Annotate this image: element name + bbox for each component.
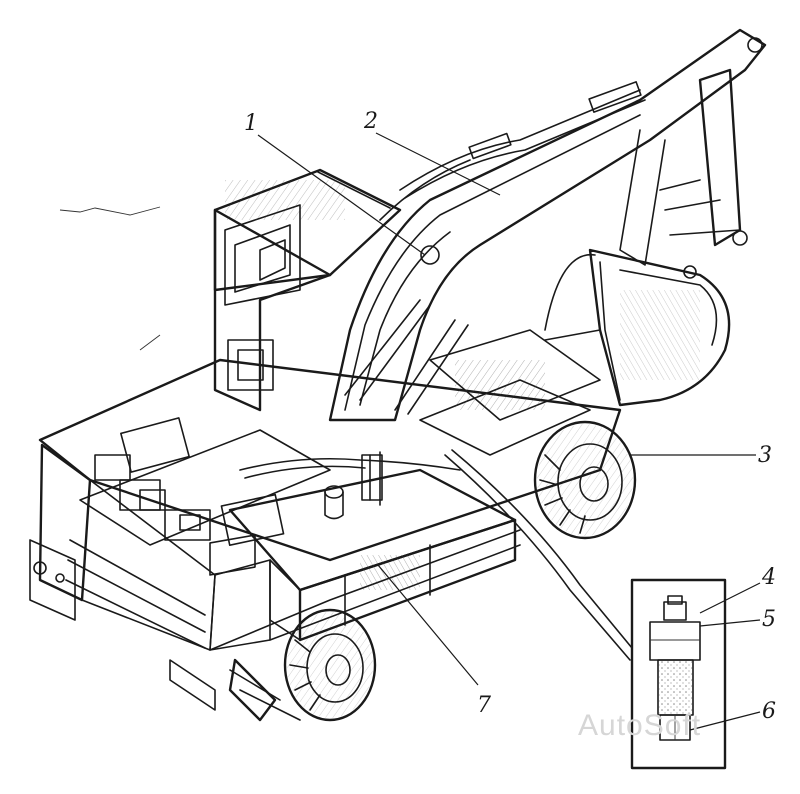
hose-line [444, 454, 631, 661]
stray-mark [59, 206, 161, 216]
callout-1: 1 [244, 111, 258, 136]
bucket [544, 248, 731, 407]
leader-lines [257, 132, 761, 731]
rear-wheel [533, 420, 637, 540]
callout-7: 7 [477, 693, 491, 718]
inset-detail [630, 578, 727, 770]
stray-mark-2 [139, 334, 161, 351]
hose-line-2 [451, 449, 633, 649]
chassis [29, 358, 622, 722]
front-wheel [283, 608, 377, 722]
callout-6: 6 [762, 699, 776, 724]
operator-cab [213, 168, 402, 412]
callout-3: 3 [758, 443, 772, 468]
boom-arm [328, 28, 767, 422]
callout-4: 4 [761, 565, 776, 590]
callout-5: 5 [762, 607, 776, 632]
engine-compartment [79, 329, 601, 546]
callout-2: 2 [363, 109, 378, 134]
watermark: AutoSoft [578, 709, 701, 742]
